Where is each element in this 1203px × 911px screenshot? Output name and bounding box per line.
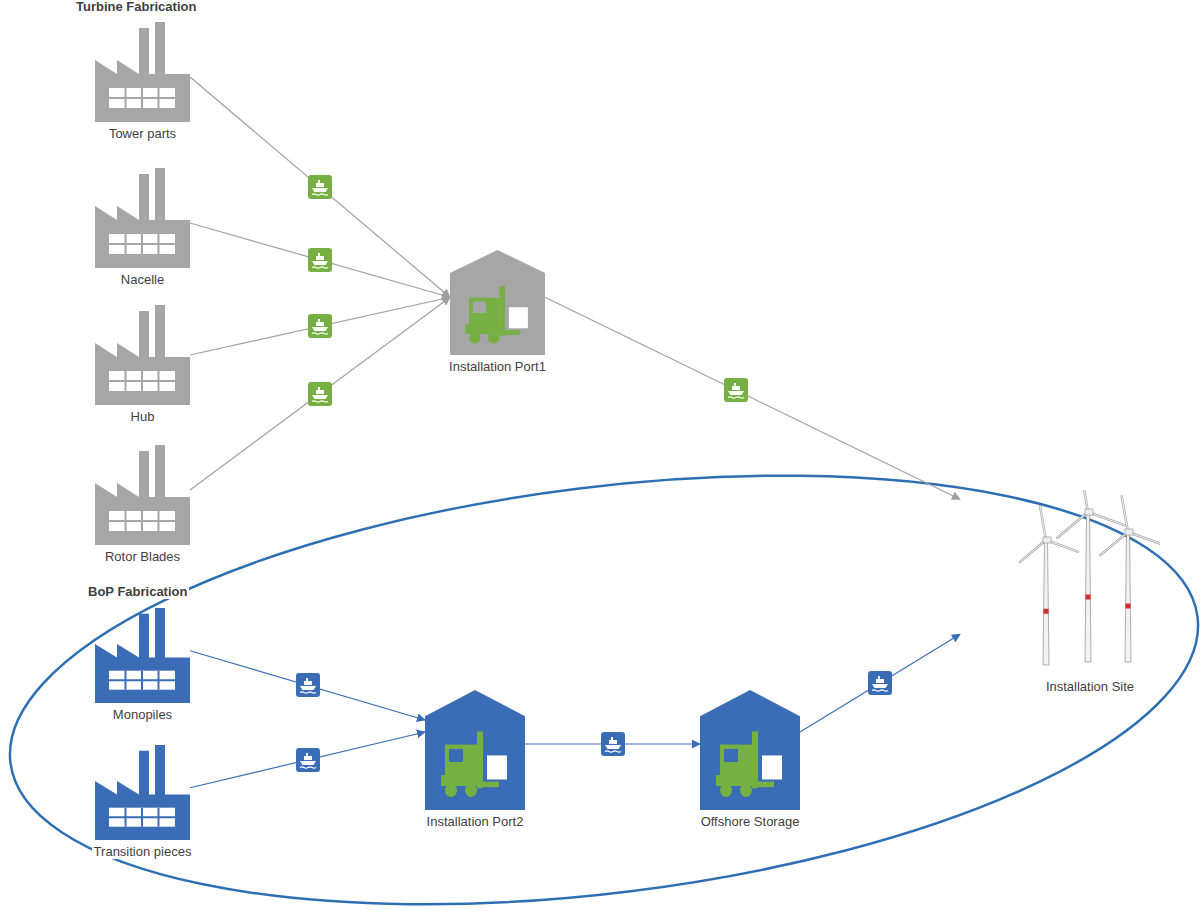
flow-arrow [190,732,425,788]
ship-icon [308,248,332,272]
bop-region-ellipse [0,416,1203,911]
flow-arrow [190,77,450,297]
factory-icon [95,445,190,545]
factory-node: Nacelle [95,168,190,268]
port-node: Installation Port1 [450,250,545,355]
warehouse-icon [425,690,525,810]
port-node: Offshore Storage [700,690,800,810]
flow-arrow [545,297,960,499]
node-label: Offshore Storage [699,814,802,829]
warehouse-icon [700,690,800,810]
factory-icon [95,745,190,840]
ship-icon [296,748,320,772]
factory-icon [95,22,190,122]
site-node: Installation Site [960,490,1160,675]
factory-node: Rotor Blades [95,445,190,545]
wind-turbines-illustration [960,490,1160,675]
node-label: Tower parts [107,126,178,141]
flow-arrow [190,223,450,297]
warehouse-icon [450,250,545,355]
ship-icon [724,378,748,402]
node-label: Transition pieces [92,844,194,859]
ship-icon [296,673,320,697]
flow-arrow [800,634,960,732]
factory-node: Hub [95,305,190,405]
node-label: Rotor Blades [103,549,182,564]
node-label: Installation Port2 [425,814,526,829]
ship-icon [601,732,625,756]
ship-icon [308,314,332,338]
factory-icon [95,168,190,268]
factory-icon [95,608,190,703]
node-label: Nacelle [119,272,166,287]
ship-icon [308,382,332,406]
port-node: Installation Port2 [425,690,525,810]
node-label: Monopiles [111,707,174,722]
node-label: Installation Port1 [447,359,548,374]
section-heading: Turbine Fabrication [74,0,198,14]
section-heading: BoP Fabrication [86,584,189,599]
flow-arrow [190,297,450,490]
ship-icon [868,671,892,695]
factory-icon [95,305,190,405]
node-label: Hub [129,409,157,424]
factory-node: Monopiles [95,608,190,703]
factory-node: Tower parts [95,22,190,122]
node-label: Installation Site [1044,679,1136,694]
factory-node: Transition pieces [95,745,190,840]
ship-icon [308,175,332,199]
flow-arrow [190,651,425,720]
